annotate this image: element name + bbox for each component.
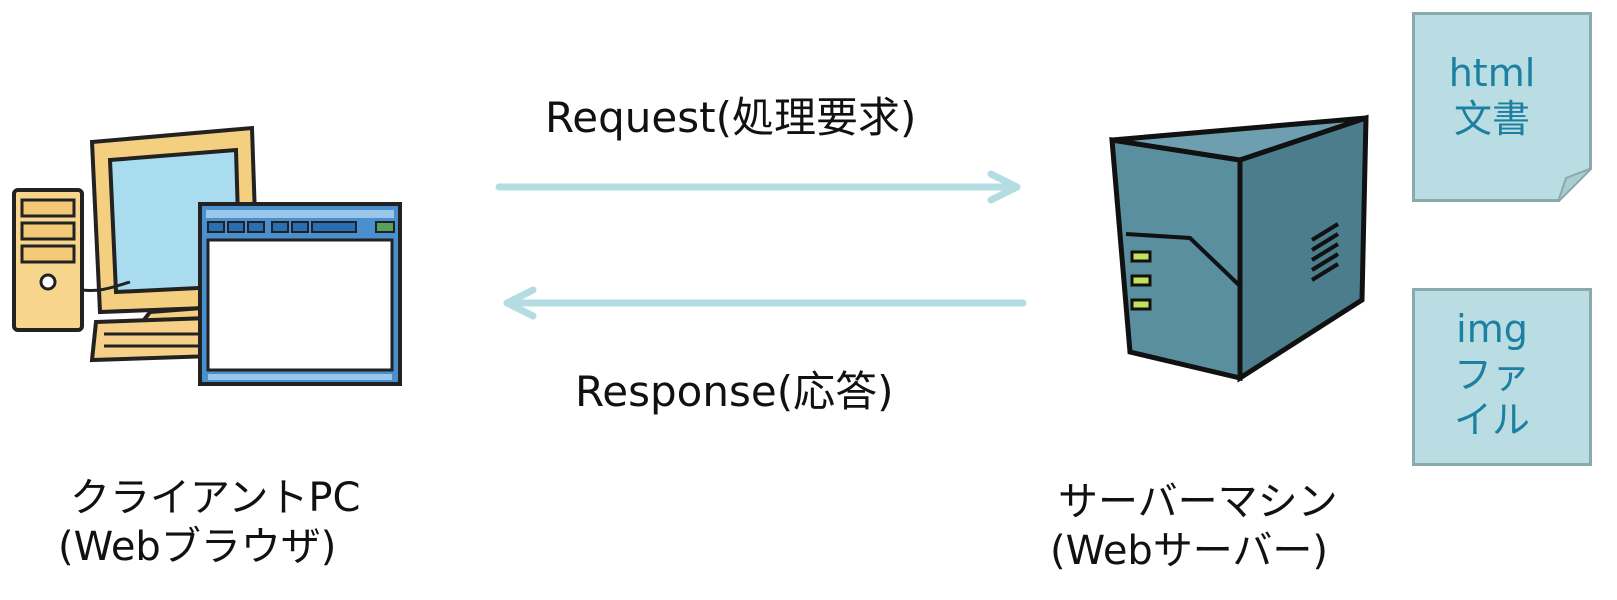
- request-arrow: [495, 170, 1021, 204]
- note-line: ファ: [1453, 352, 1530, 397]
- browser-window-icon: [198, 202, 402, 386]
- response-label: Response(応答): [575, 367, 894, 416]
- client-caption: クライアントPC (Webブラウザ): [58, 474, 361, 572]
- note-line: 文書: [1453, 96, 1530, 141]
- server-tower-illustration: [1109, 114, 1369, 383]
- response-arrow: [503, 286, 1027, 320]
- request-label: Request(処理要求): [545, 93, 917, 142]
- client-name: クライアントPC: [70, 475, 361, 521]
- html-document-note: html 文書: [1412, 12, 1592, 202]
- client-role: (Webブラウザ): [58, 523, 337, 570]
- server-role: (Webサーバー): [1050, 527, 1329, 574]
- server-name: サーバーマシン: [1058, 479, 1338, 525]
- note-line: イル: [1453, 398, 1530, 443]
- img-file-note: img ファ イル: [1412, 288, 1592, 466]
- page-fold-icon: [1558, 168, 1592, 202]
- server-caption: サーバーマシン (Webサーバー): [1050, 478, 1338, 576]
- server-tower-icon: [1109, 114, 1369, 383]
- note-line: img: [1456, 307, 1528, 351]
- client-pc-illustration: [12, 125, 402, 386]
- note-line: html: [1448, 51, 1536, 95]
